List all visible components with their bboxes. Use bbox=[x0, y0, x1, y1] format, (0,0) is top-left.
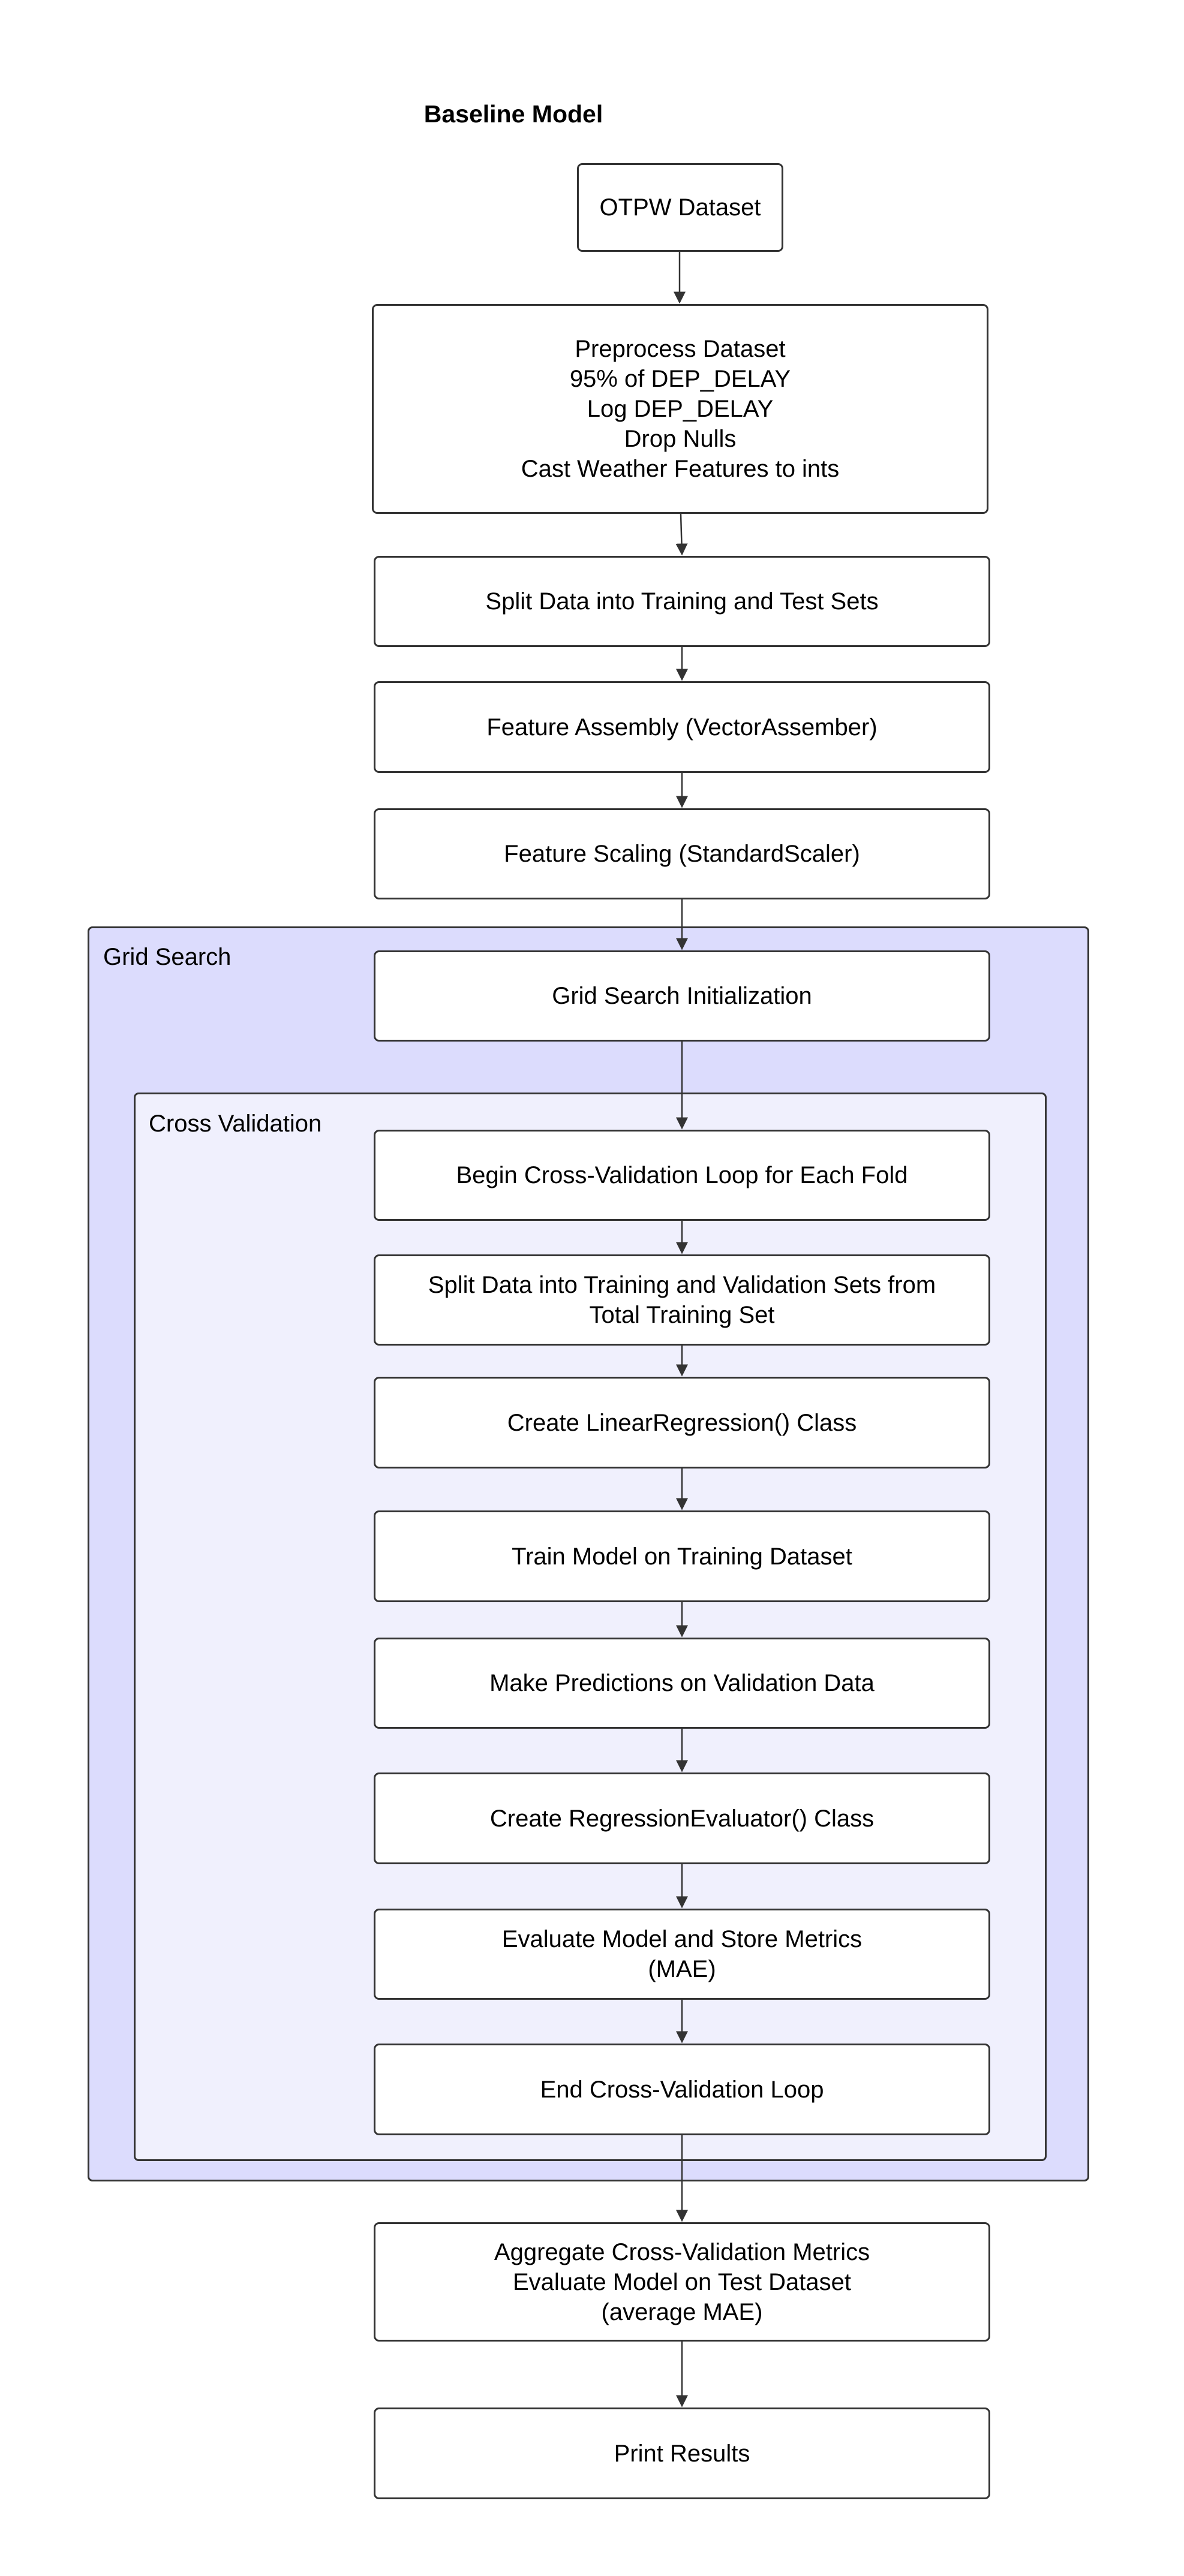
node-train-model: Train Model on Training Dataset bbox=[374, 1510, 990, 1602]
node-aggregate-metrics: Aggregate Cross-Validation Metrics Evalu… bbox=[374, 2222, 990, 2342]
node-split-validation-text: Split Data into Training and Validation … bbox=[428, 1272, 936, 1328]
node-cv-end-text: End Cross-Validation Loop bbox=[540, 2076, 824, 2103]
node-feature-assembly: Feature Assembly (VectorAssember) bbox=[374, 681, 990, 773]
node-evaluate-model: Evaluate Model and Store Metrics (MAE) bbox=[374, 1909, 990, 2000]
node-print-results: Print Results bbox=[374, 2408, 990, 2499]
node-split-train-test-text: Split Data into Training and Test Sets bbox=[485, 588, 879, 615]
node-cv-end: End Cross-Validation Loop bbox=[374, 2044, 990, 2135]
node-create-linear-regression: Create LinearRegression() Class bbox=[374, 1377, 990, 1468]
node-print-results-text: Print Results bbox=[614, 2440, 750, 2467]
cross-validation-group bbox=[134, 1093, 1047, 2161]
cross-validation-label: Cross Validation bbox=[149, 1111, 322, 1137]
node-make-predictions-text: Make Predictions on Validation Data bbox=[489, 1670, 875, 1696]
node-create-evaluator-text: Create RegressionEvaluator() Class bbox=[489, 1805, 875, 1832]
node-evaluate-model-text: Evaluate Model and Store Metrics (MAE) bbox=[501, 1926, 863, 1982]
grid-search-label: Grid Search bbox=[103, 944, 232, 970]
diagram-title: Baseline Model bbox=[423, 100, 603, 128]
node-create-evaluator: Create RegressionEvaluator() Class bbox=[374, 1772, 990, 1864]
node-create-linear-regression-text: Create LinearRegression() Class bbox=[507, 1409, 857, 1436]
node-grid-search-init: Grid Search Initialization bbox=[374, 950, 990, 1042]
edge-preprocess-to-split bbox=[675, 513, 688, 556]
node-otpw-dataset: OTPW Dataset bbox=[577, 163, 783, 252]
node-preprocess-dataset-text: Preprocess Dataset 95% of DEP_DELAY Log … bbox=[521, 336, 840, 482]
node-split-train-test: Split Data into Training and Test Sets bbox=[374, 556, 990, 647]
node-train-model-text: Train Model on Training Dataset bbox=[512, 1543, 852, 1570]
node-otpw-dataset-text: OTPW Dataset bbox=[599, 194, 761, 221]
node-cv-begin: Begin Cross-Validation Loop for Each Fol… bbox=[374, 1130, 990, 1221]
node-feature-scaling-text: Feature Scaling (StandardScaler) bbox=[504, 841, 860, 867]
node-feature-scaling: Feature Scaling (StandardScaler) bbox=[374, 808, 990, 899]
node-grid-search-init-text: Grid Search Initialization bbox=[552, 983, 812, 1009]
node-split-validation: Split Data into Training and Validation … bbox=[374, 1254, 990, 1346]
node-feature-assembly-text: Feature Assembly (VectorAssember) bbox=[486, 714, 878, 741]
node-make-predictions: Make Predictions on Validation Data bbox=[374, 1638, 990, 1729]
node-aggregate-metrics-text: Aggregate Cross-Validation Metrics Evalu… bbox=[494, 2238, 870, 2325]
node-cv-begin-text: Begin Cross-Validation Loop for Each Fol… bbox=[456, 1162, 908, 1188]
node-preprocess-dataset: Preprocess Dataset 95% of DEP_DELAY Log … bbox=[372, 304, 988, 514]
